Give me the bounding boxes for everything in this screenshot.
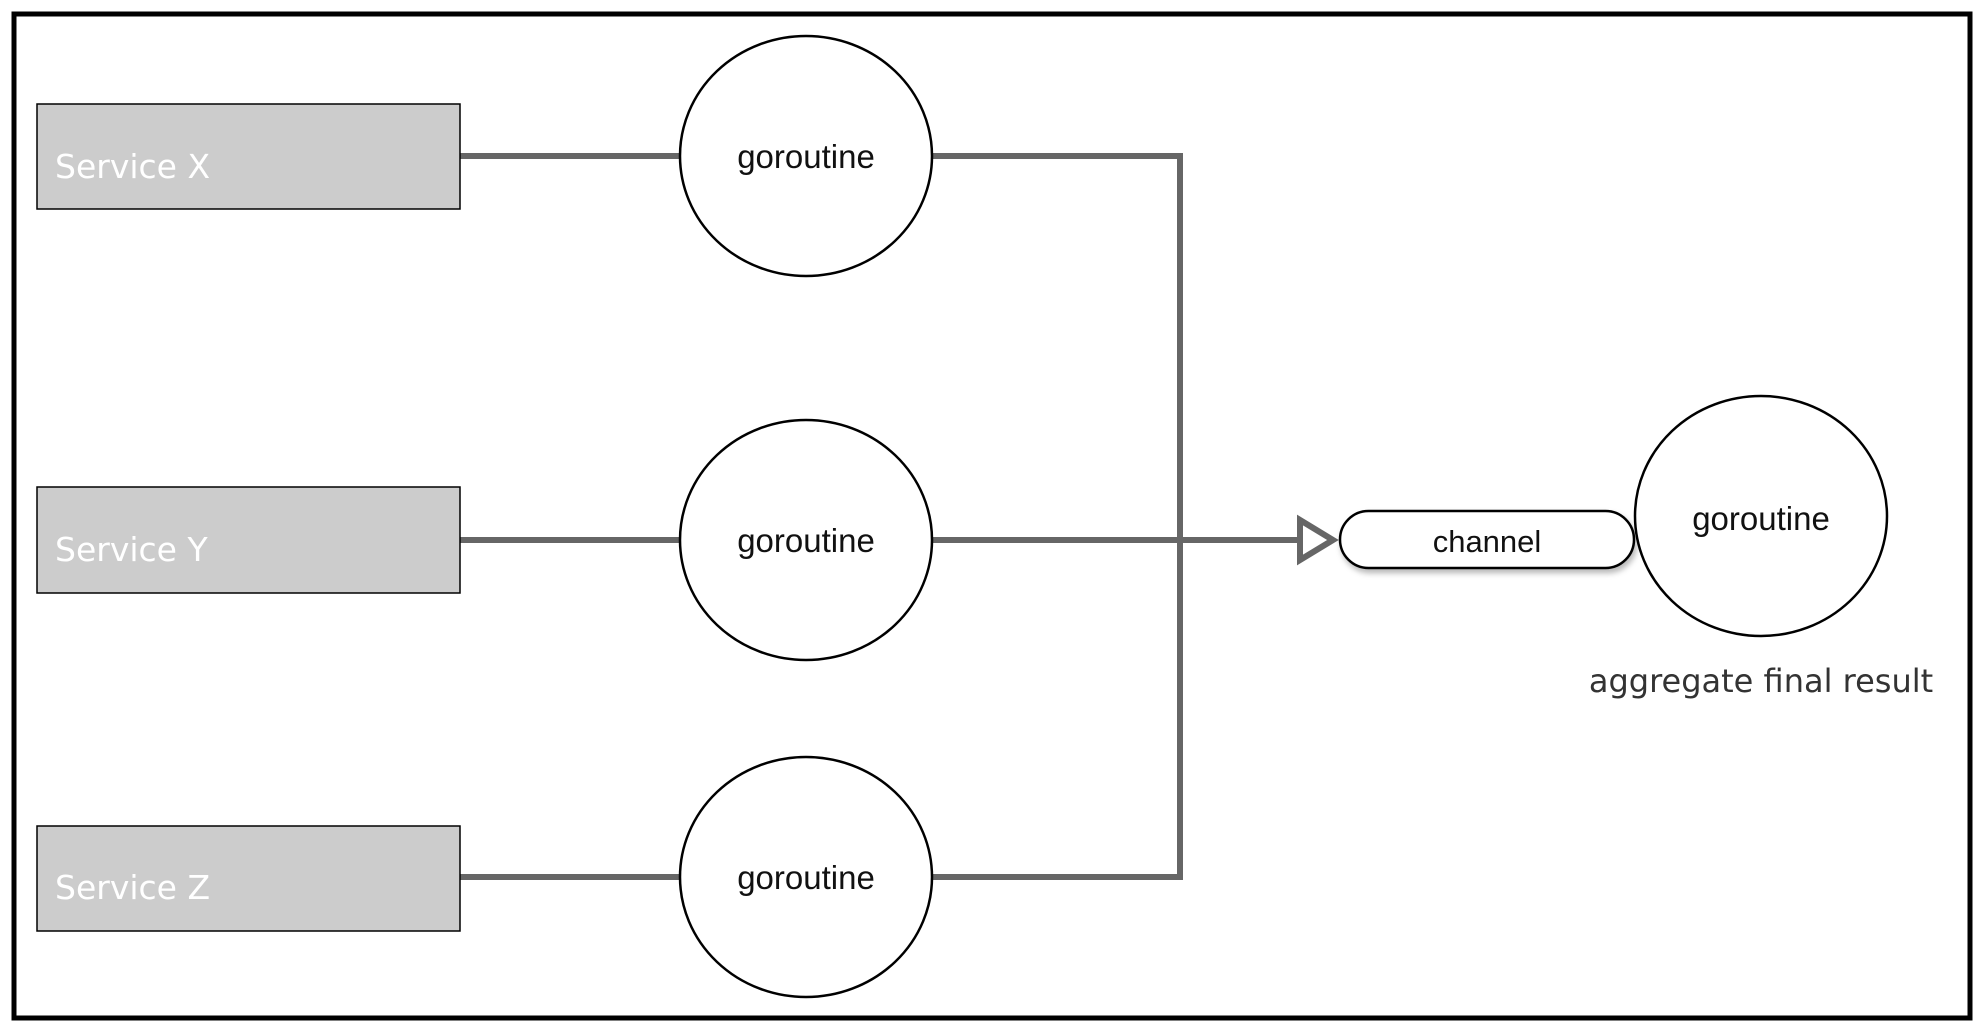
- service-z-label: Service Z: [55, 868, 210, 907]
- worker-goroutine-y-circle: [678, 418, 934, 662]
- worker-goroutine-x: goroutine: [678, 34, 934, 278]
- service-y-label: Service Y: [55, 530, 208, 569]
- channel-label: channel: [1433, 524, 1542, 559]
- worker-goroutine-z: goroutine: [678, 755, 934, 999]
- service-box-y-shape: [36, 486, 461, 594]
- arrow-head-icon: [1297, 514, 1339, 566]
- worker-goroutine-z-label: goroutine: [737, 859, 875, 896]
- connectors: [460, 153, 1300, 880]
- worker-goroutine-x-circle: [678, 34, 934, 278]
- service-box-x: Service X: [36, 103, 461, 210]
- worker-goroutine-y: goroutine: [678, 418, 934, 662]
- service-x-label: Service X: [55, 147, 210, 186]
- channel-pill: [1338, 509, 1636, 570]
- service-box-y: Service Y: [36, 486, 461, 594]
- worker-goroutine-y-label: goroutine: [737, 522, 875, 559]
- service-box-z-shape: [36, 825, 461, 932]
- service-box-x-shape: [36, 103, 461, 210]
- channel-node: channel: [1338, 509, 1636, 570]
- aggregator-goroutine-circle: [1633, 394, 1889, 638]
- service-box-z: Service Z: [36, 825, 461, 932]
- aggregator-goroutine-label: goroutine: [1692, 500, 1830, 537]
- aggregator-caption: aggregate final result: [1589, 662, 1933, 700]
- aggregator-goroutine: goroutine: [1633, 394, 1889, 638]
- worker-goroutine-z-circle: [678, 755, 934, 999]
- worker-goroutine-x-label: goroutine: [737, 138, 875, 175]
